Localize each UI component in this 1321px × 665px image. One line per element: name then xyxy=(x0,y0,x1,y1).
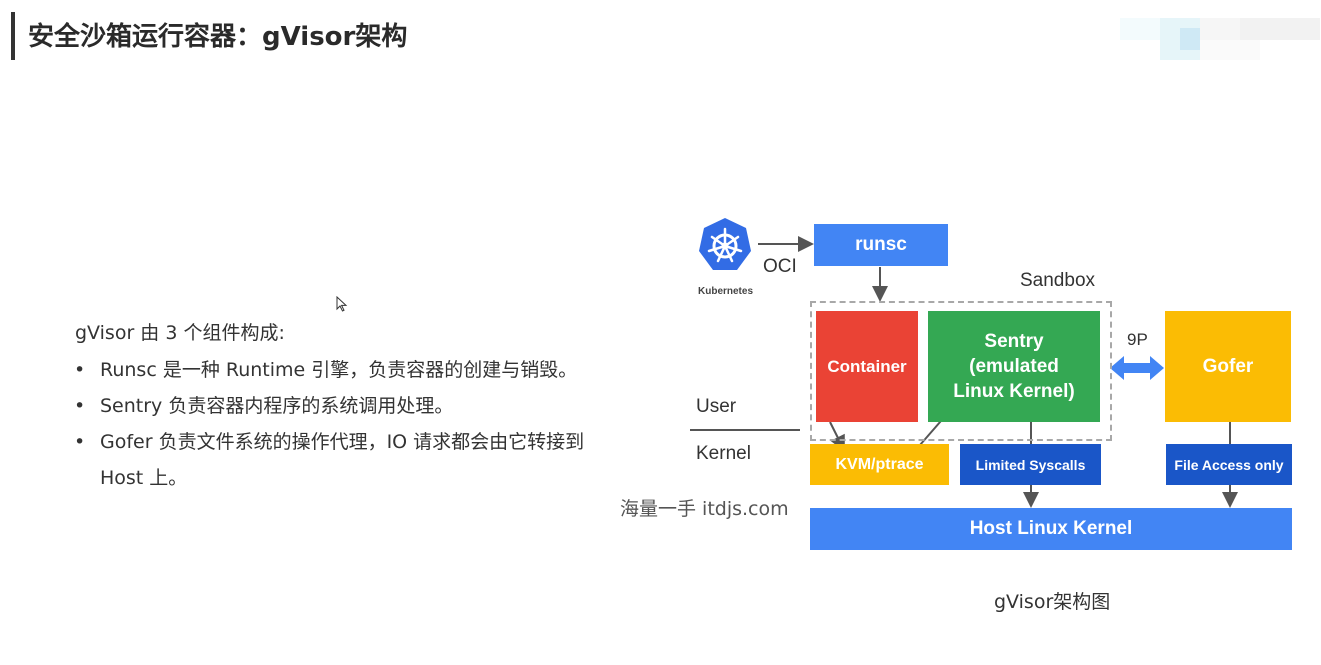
list-item: • Gofer 负责文件系统的操作代理，IO 请求都会由它转接到 Host 上。 xyxy=(72,424,612,496)
list-item: • Runsc 是一种 Runtime 引擎，负责容器的创建与销毁。 xyxy=(72,352,612,388)
ninep-double-arrow-icon xyxy=(1110,356,1164,380)
diagram-connectors xyxy=(690,236,1238,508)
container-box: Container xyxy=(816,311,918,422)
kubernetes-label: Kubernetes xyxy=(698,286,754,297)
kvm-ptrace-box: KVM/ptrace xyxy=(810,444,949,485)
kubernetes-logo-icon xyxy=(699,218,751,270)
bullet-icon: • xyxy=(74,359,86,381)
bullet-icon: • xyxy=(74,431,86,453)
list-item: • Sentry 负责容器内程序的系统调用处理。 xyxy=(72,388,612,424)
gvisor-architecture-diagram: Kubernetes OCI runsc Sandbox Container S… xyxy=(690,210,1310,560)
sandbox-label: Sandbox xyxy=(1020,270,1096,291)
ninep-label: 9P xyxy=(1127,330,1148,349)
gofer-box: Gofer xyxy=(1165,311,1291,422)
title-accent-bar xyxy=(11,12,15,60)
bullet-text-sentry: Sentry 负责容器内程序的系统调用处理。 xyxy=(100,395,454,417)
bullet-icon: • xyxy=(74,395,86,417)
component-list: • Runsc 是一种 Runtime 引擎，负责容器的创建与销毁。 • Sen… xyxy=(72,352,612,496)
oci-label: OCI xyxy=(763,256,797,277)
diagram-caption: gVisor架构图 xyxy=(994,591,1111,613)
file-access-box: File Access only xyxy=(1166,444,1292,485)
intro-text: gVisor 由 3 个组件构成: xyxy=(75,322,285,344)
page-title: 安全沙箱运行容器：gVisor架构 xyxy=(28,22,408,52)
runsc-box: runsc xyxy=(814,224,948,266)
bullet-text-gofer: Gofer 负责文件系统的操作代理，IO 请求都会由它转接到 Host 上。 xyxy=(100,431,585,489)
kernel-label: Kernel xyxy=(696,443,751,464)
bullet-text-runsc: Runsc 是一种 Runtime 引擎，负责容器的创建与销毁。 xyxy=(100,359,578,381)
user-label: User xyxy=(696,396,737,417)
sentry-box: Sentry (emulated Linux Kernel) xyxy=(928,311,1100,422)
mouse-cursor-icon xyxy=(336,296,348,312)
watermark: 海量一手 itdjs.com xyxy=(620,498,789,520)
container-kvm-arrow xyxy=(829,421,845,452)
limited-syscalls-box: Limited Syscalls xyxy=(960,444,1101,485)
host-linux-kernel-box: Host Linux Kernel xyxy=(810,508,1292,550)
sandbox-boundary xyxy=(810,301,1112,441)
decorative-blocks xyxy=(1120,18,1320,60)
